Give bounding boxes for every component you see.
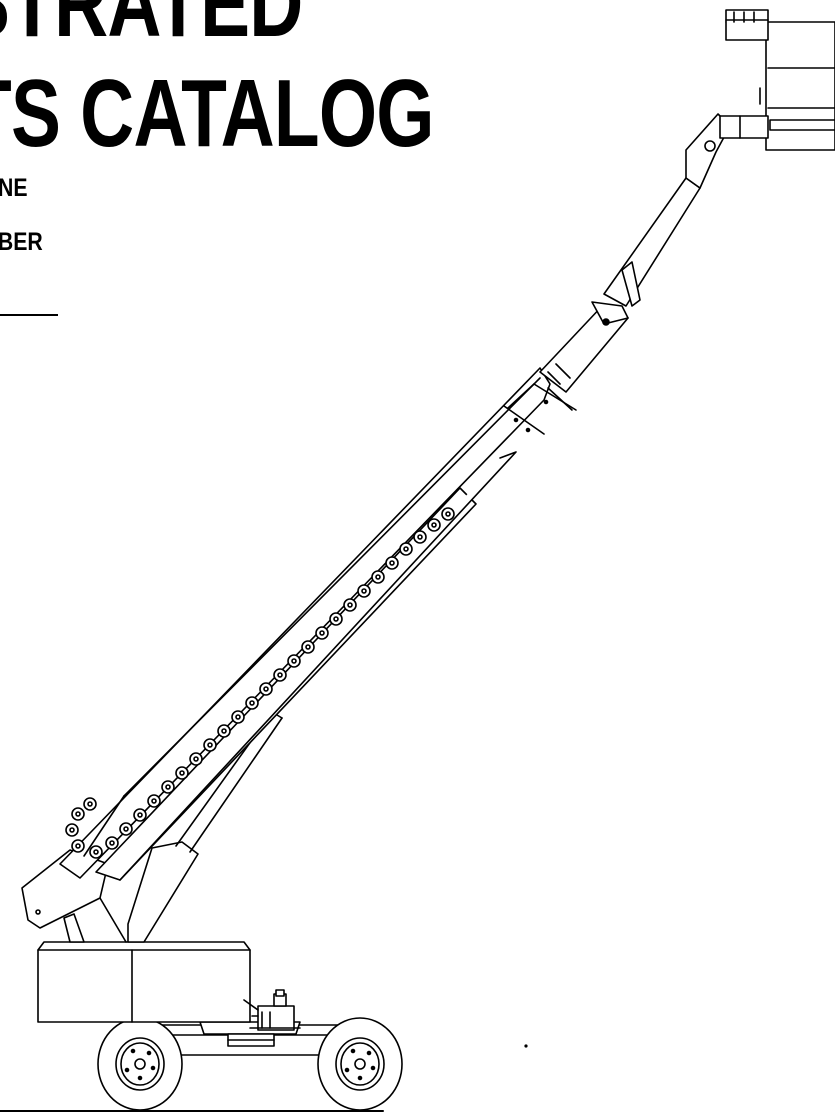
front-wheel [318,1018,402,1110]
model-line-label: NE [0,174,28,202]
platform-basket [720,10,835,150]
jib-upper-section [604,114,730,306]
catalog-title-line-1: STRATED [0,0,303,57]
stray-mark [525,1045,527,1047]
main-boom-base-section [60,368,550,878]
engine-components [244,990,300,1030]
serial-number-rule [0,314,58,316]
rear-wheel [98,1018,182,1110]
catalog-title-line-2: TS CATALOG [0,60,435,167]
jib-lower-section [540,302,628,410]
cable-chain-rollers [66,508,454,858]
serial-number-label: IBER [0,228,43,256]
main-boom-telescope-section [96,384,576,880]
upper-structure [38,942,250,1022]
lift-cylinder [128,712,282,942]
